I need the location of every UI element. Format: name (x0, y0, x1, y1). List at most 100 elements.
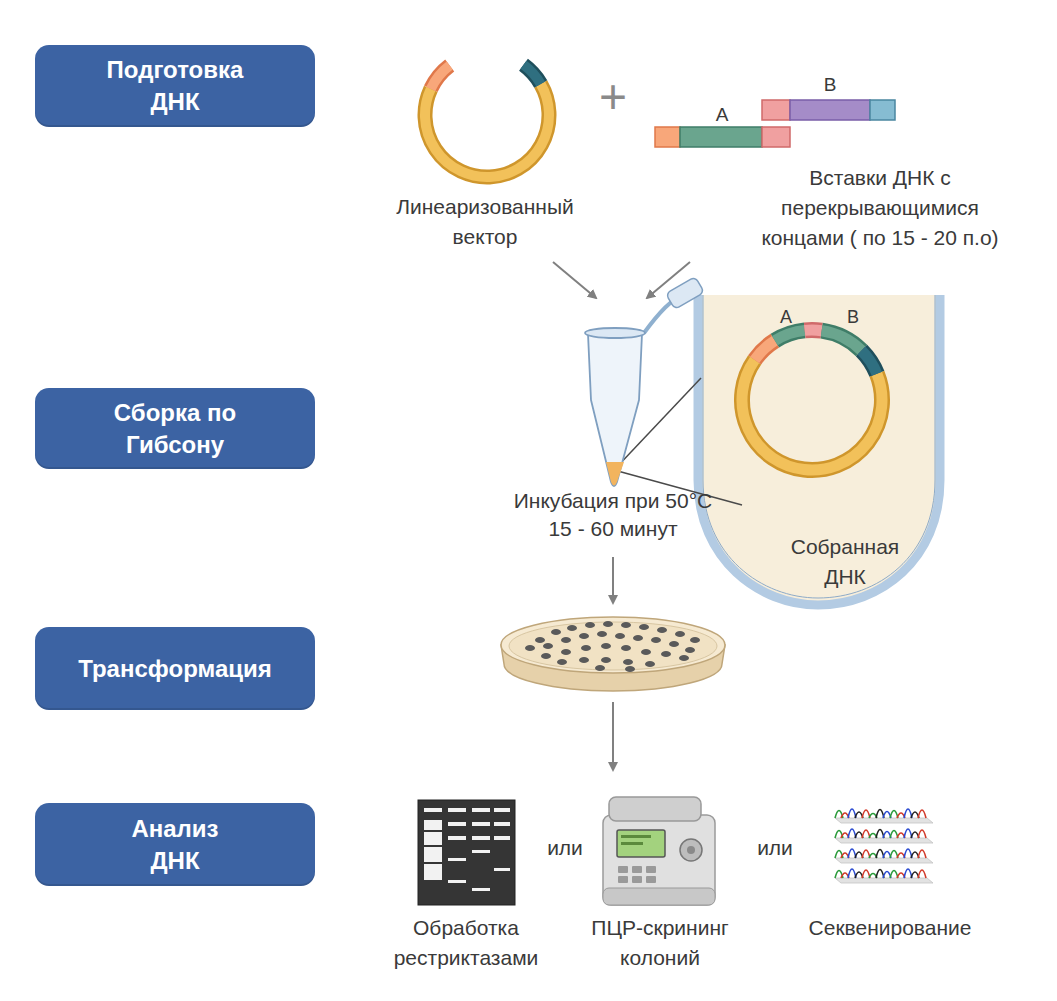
pcr-machine (603, 797, 715, 905)
petri-dish (601, 643, 611, 649)
pcr-machine (618, 866, 628, 873)
petri-dish (595, 665, 605, 671)
flow-arrow (553, 262, 690, 770)
vector-ring (431, 66, 450, 89)
gel-image (448, 880, 466, 883)
gel-image (424, 830, 442, 832)
assembled-ring (742, 330, 882, 470)
step-title: Подготовка ДНК (88, 54, 263, 118)
petri-dish (557, 659, 567, 665)
fragment-label: B (838, 306, 868, 328)
petri-dish (675, 631, 685, 637)
petri-dish (501, 617, 725, 673)
vector-ring (425, 65, 549, 177)
method-caption: ПЦР-скрининг колоний (580, 913, 740, 973)
fragment-label: A (771, 306, 801, 328)
petri-dish (615, 633, 625, 639)
assembled-ring (862, 351, 877, 374)
insert-caption: Вставки ДНК с перекрывающимися концами (… (746, 163, 1014, 253)
method-caption: Секвенирование (790, 913, 990, 943)
magnified-tube (698, 295, 940, 605)
pcr-machine (632, 866, 642, 873)
petri-dish (657, 627, 667, 633)
gel-image (494, 822, 510, 826)
assembled-ring (755, 341, 775, 360)
gel-image (448, 822, 466, 826)
gel-image (448, 858, 466, 861)
assembled-ring (822, 331, 862, 351)
petri-dish (585, 622, 595, 628)
assembled-ring (775, 330, 805, 340)
petri-dish (639, 624, 649, 630)
sequencing-trace (835, 809, 933, 883)
flow-arrow (612, 702, 614, 770)
magnified-tube (698, 295, 940, 605)
or-word: или (535, 834, 595, 862)
petri-dish (561, 649, 571, 655)
dna-insert (655, 127, 680, 147)
sequencing-trace (835, 869, 933, 883)
reaction-tube (588, 334, 642, 486)
pcr-machine (609, 797, 701, 821)
sequencing-trace (835, 809, 933, 823)
pcr-machine (617, 830, 665, 857)
step-title: Трансформация (45, 653, 305, 685)
assembled-ring (822, 331, 862, 351)
petri-dish (525, 645, 535, 651)
assembled-ring (742, 360, 882, 470)
petri-dish (579, 657, 589, 663)
flow-arrow (612, 557, 614, 603)
petri-dish (623, 659, 633, 665)
petri-dish (535, 637, 545, 643)
petri-dish (621, 622, 631, 628)
plus-sign: + (588, 70, 638, 124)
gel-image (418, 800, 515, 905)
gel-image (472, 836, 490, 840)
gel-image (494, 808, 510, 812)
pcr-machine (603, 888, 715, 905)
petri-dish (509, 622, 717, 670)
petri-dish (633, 635, 643, 641)
step-title: Сборка по Гибсону (95, 397, 255, 461)
pcr-machine (632, 876, 642, 883)
petri-dish (679, 655, 689, 661)
pcr-machine (621, 835, 651, 838)
gel-image (448, 836, 466, 840)
petri-dish (581, 645, 591, 651)
magnified-tube (703, 295, 935, 598)
petri-dish (541, 653, 551, 659)
petri-dish (579, 633, 589, 639)
petri-dish (645, 661, 655, 667)
incubation-note: Инкубация при 50°C 15 - 60 минут (504, 487, 722, 543)
dna-insert (790, 100, 870, 120)
step-title: Анализ ДНК (120, 813, 230, 877)
pcr-machine (621, 842, 643, 845)
gel-image (424, 862, 442, 864)
pcr-machine (603, 815, 715, 905)
gel-image (424, 845, 442, 847)
petri-dish (601, 657, 611, 663)
gel-image (424, 830, 442, 864)
petri-dish (625, 666, 635, 672)
sequencing-trace (835, 829, 933, 843)
dna-insert (762, 100, 790, 120)
assembled-ring (862, 351, 877, 374)
gel-image (424, 808, 510, 891)
method-caption: Обработка рестриктазами (384, 913, 549, 973)
assembled-ring (755, 341, 775, 360)
flow-arrow (553, 262, 596, 298)
fragment-label: B (815, 74, 845, 96)
vector-ring (425, 84, 549, 177)
dna-insert (655, 100, 895, 147)
pcr-machine (646, 866, 656, 873)
petri-dish (621, 645, 631, 651)
gel-image (472, 888, 490, 891)
fragment-label: A (707, 104, 737, 126)
reaction-tube (585, 328, 645, 338)
petri-dish (603, 621, 613, 627)
petri-dish (685, 647, 695, 653)
petri-dish (690, 637, 700, 643)
assembled-ring (805, 325, 822, 337)
gel-image (418, 800, 515, 905)
vector-ring (524, 65, 541, 84)
